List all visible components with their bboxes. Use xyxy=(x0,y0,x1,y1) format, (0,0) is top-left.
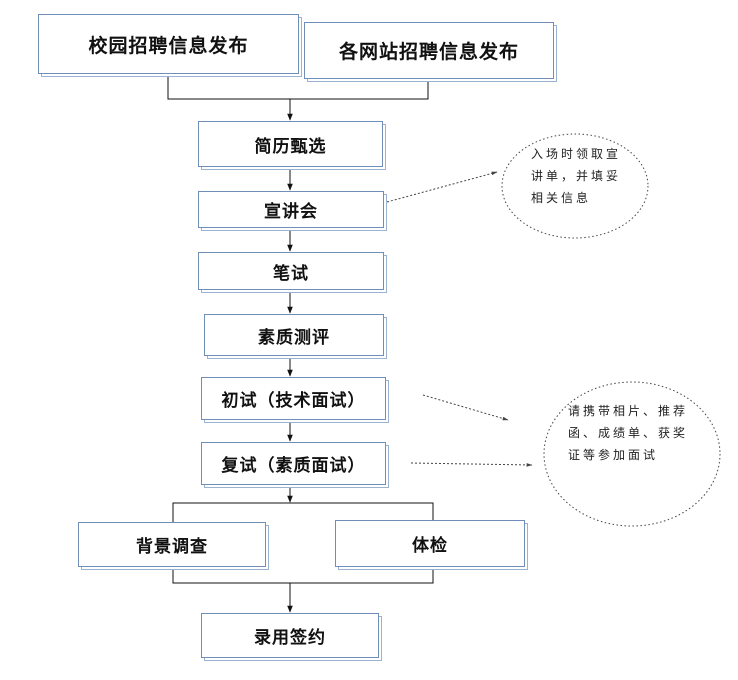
seminar-note-bubble xyxy=(501,133,649,239)
interview-note-text: 请携带相片、推荐函、成绩单、获奖证等参加面试 xyxy=(568,404,689,462)
node-resume-screening-label: 简历甄选 xyxy=(254,136,327,157)
first-interview-note-pointer xyxy=(422,394,509,421)
node-physical-exam-label: 体检 xyxy=(412,536,448,556)
node-quality-assessment-label: 素质测评 xyxy=(258,327,330,348)
merge-top-connector xyxy=(167,74,429,100)
node-background-check-label: 背景调查 xyxy=(136,537,208,557)
node-first-interview: 初试（技术面试） xyxy=(201,377,386,420)
split-connector xyxy=(172,502,434,522)
node-written-test: 笔试 xyxy=(198,252,384,290)
seminar-note-pointer xyxy=(386,171,498,203)
merge-bottom-connector xyxy=(172,567,434,584)
node-offer-signing: 录用签约 xyxy=(201,613,379,658)
node-background-check: 背景调查 xyxy=(78,522,266,567)
node-web-recruit: 各网站招聘信息发布 xyxy=(304,22,554,79)
node-campus-recruit: 校园招聘信息发布 xyxy=(38,14,299,74)
node-campus-recruit-label: 校园招聘信息发布 xyxy=(88,34,249,57)
node-web-recruit-label: 各网站招聘信息发布 xyxy=(338,41,519,63)
node-seminar-label: 宣讲会 xyxy=(264,202,318,222)
node-second-interview-label: 复试（素质面试） xyxy=(221,456,366,476)
seminar-note-text: 入场时领取宣讲单，并填妥相关信息 xyxy=(531,147,622,205)
node-resume-screening: 简历甄选 xyxy=(198,121,383,167)
node-quality-assessment: 素质测评 xyxy=(204,314,384,356)
node-seminar: 宣讲会 xyxy=(198,191,384,228)
node-first-interview-label: 初试（技术面试） xyxy=(221,391,366,411)
node-physical-exam: 体检 xyxy=(335,520,525,567)
node-written-test-label: 笔试 xyxy=(273,263,309,284)
node-offer-signing-label: 录用签约 xyxy=(254,628,326,648)
second-interview-note-pointer xyxy=(410,462,533,467)
node-second-interview: 复试（素质面试） xyxy=(201,442,386,485)
interview-note-bubble xyxy=(543,381,721,527)
